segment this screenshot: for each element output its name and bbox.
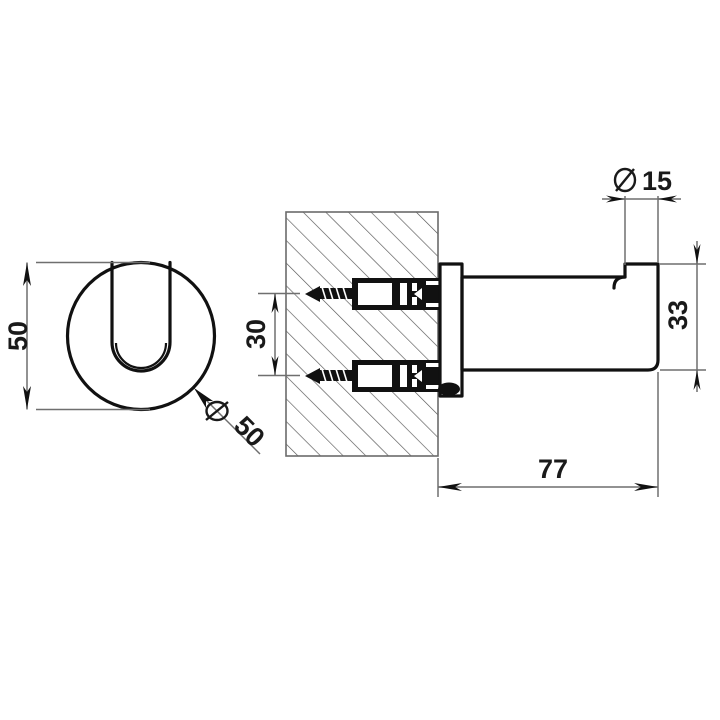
wall-hatch-fill xyxy=(286,212,438,456)
u-slot-inner-edge xyxy=(114,342,168,370)
screw-anchor-upper xyxy=(305,278,440,310)
anchor-cone-lower xyxy=(414,370,422,382)
anchor-window-upper-3 xyxy=(412,283,417,291)
dimension-label-50-vertical: 50 xyxy=(3,321,33,351)
diameter-symbol-icon xyxy=(613,167,637,193)
anchor-window-lower-4 xyxy=(412,379,417,387)
dimension-projection-depth: 77 xyxy=(437,372,659,497)
anchor-fin-upper-top xyxy=(426,281,440,285)
dimension-hook-height: 33 xyxy=(660,241,706,392)
anchor-fin-upper-bottom xyxy=(426,303,440,307)
dimension-screw-spacing: 30 xyxy=(241,292,300,377)
screw-tip-lower xyxy=(305,368,320,384)
hook-prong-inner-radius xyxy=(612,275,627,290)
diameter-symbol-icon xyxy=(205,400,229,422)
screw-anchor-lower xyxy=(305,360,440,392)
anchor-window-upper-4 xyxy=(412,297,417,305)
dimension-hook-prong-diameter: 15 xyxy=(602,166,681,265)
screw-thread-lower xyxy=(321,368,348,383)
arrow-head-left xyxy=(606,195,625,203)
arrow-head-top xyxy=(23,262,31,286)
hook-arm xyxy=(460,262,660,372)
arrow-head-right xyxy=(634,483,658,491)
arrow-head-left xyxy=(438,483,462,491)
screw-thread-upper xyxy=(321,286,348,301)
dimension-label-15: 15 xyxy=(642,166,672,196)
u-shaped-slot xyxy=(110,260,172,373)
arrow-head-bottom xyxy=(693,370,701,390)
anchor-window-upper-1 xyxy=(358,283,392,305)
dimension-label-30: 30 xyxy=(241,319,271,349)
anchor-window-lower-2 xyxy=(400,365,407,387)
dimension-label-77: 77 xyxy=(538,454,568,484)
arrow-head-right xyxy=(658,195,677,203)
grub-screw-oval xyxy=(438,382,460,396)
dimension-rose-diameter-vertical: 50 xyxy=(3,261,150,411)
arrow-head-top xyxy=(271,293,279,313)
dimension-label-33: 33 xyxy=(663,300,693,330)
front-view-group: 50 50 xyxy=(3,260,271,455)
anchor-window-lower-1 xyxy=(358,365,392,387)
anchor-window-upper-2 xyxy=(400,283,407,305)
anchor-cone-upper xyxy=(414,288,422,300)
anchor-window-lower-3 xyxy=(412,365,417,373)
wall-outline xyxy=(285,211,439,457)
leader-arrow-head xyxy=(194,388,213,408)
anchor-fin-lower-bottom xyxy=(426,385,440,389)
section-view-group: 30 15 33 xyxy=(241,166,706,497)
anchor-fin-lower-top xyxy=(426,363,440,367)
screw-tip-upper xyxy=(305,286,320,302)
screw-shank-lower xyxy=(318,370,354,381)
arrow-head-bottom xyxy=(271,356,279,376)
arrow-head-top xyxy=(693,244,701,264)
wall-section xyxy=(285,211,439,457)
arrow-head-bottom xyxy=(23,386,31,410)
screw-shank-upper xyxy=(318,288,354,299)
